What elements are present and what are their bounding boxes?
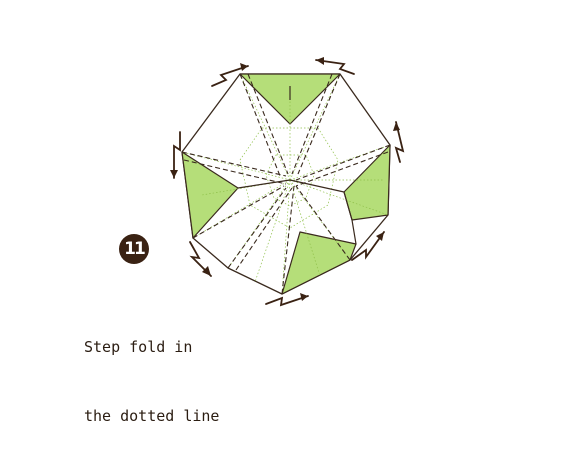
green-flaps xyxy=(181,73,391,295)
zigzag-arrow-icon xyxy=(170,57,405,307)
dashed-fold-lines xyxy=(181,73,391,295)
origami-diagram xyxy=(170,57,405,307)
fold-edges xyxy=(237,86,357,245)
instruction-line-1: Step fold in xyxy=(84,338,193,356)
instruction-line-2: the dotted line xyxy=(84,407,220,425)
step-instruction: Step fold in the dotted line xyxy=(84,290,219,451)
flap-left xyxy=(181,151,239,239)
step-number-badge: 11 xyxy=(119,234,149,264)
